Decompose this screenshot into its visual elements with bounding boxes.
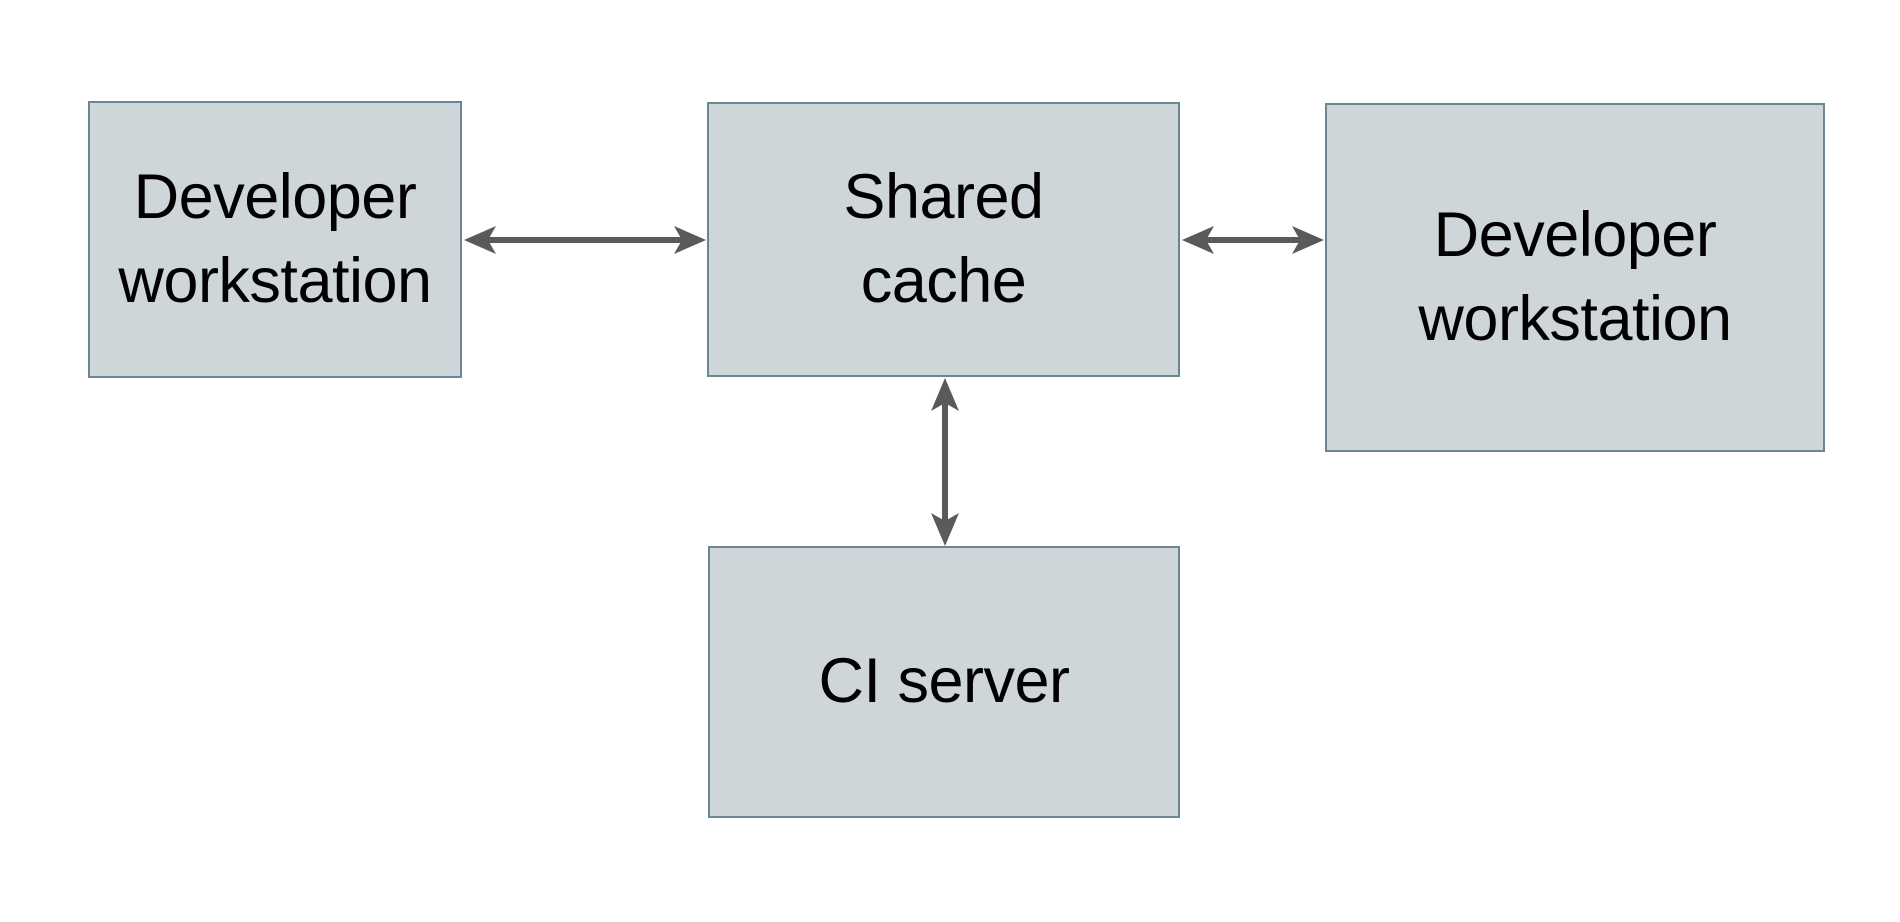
node-label: CI server [818, 646, 1070, 717]
node-label: Developer workstation [118, 162, 432, 316]
arrowhead-left-icon [464, 226, 496, 254]
node-developer-workstation-left[interactable]: Developer workstation [88, 101, 462, 378]
arrowhead-down-icon [931, 513, 959, 546]
connector-left-workstation-to-shared-cache[interactable] [462, 210, 708, 270]
node-developer-workstation-right[interactable]: Developer workstation [1325, 103, 1825, 452]
arrowhead-right-icon [1292, 226, 1324, 254]
arrowhead-left-icon [1182, 226, 1214, 254]
arrowhead-up-icon [931, 378, 959, 411]
node-label: Shared cache [843, 162, 1044, 316]
node-shared-cache[interactable]: Shared cache [707, 102, 1180, 377]
connector-shared-cache-to-right-workstation[interactable] [1180, 210, 1326, 270]
connector-shared-cache-to-ci-server[interactable] [915, 377, 975, 547]
arrowhead-right-icon [674, 226, 706, 254]
node-label: Developer workstation [1418, 200, 1732, 354]
node-ci-server[interactable]: CI server [708, 546, 1180, 818]
